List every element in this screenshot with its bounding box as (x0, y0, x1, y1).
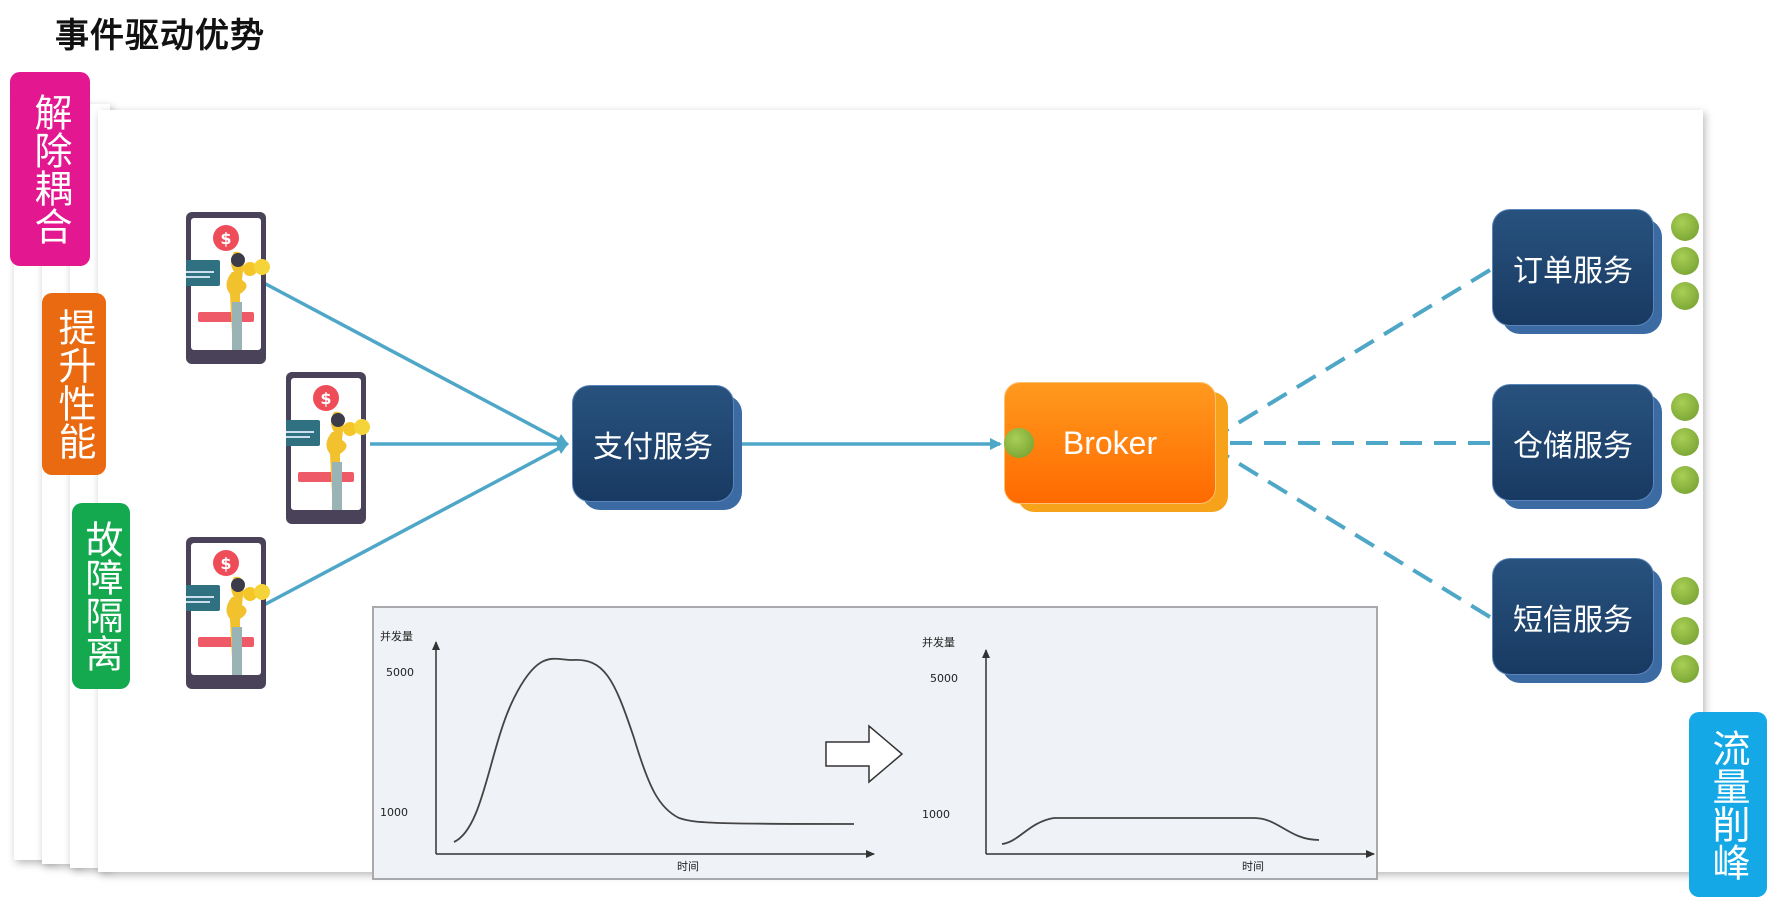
svg-text:$: $ (220, 554, 231, 573)
sms-instance-icon-3 (1671, 655, 1699, 683)
order-service-label: 订单服务 (1492, 209, 1654, 326)
sms-instance-icon-1 (1671, 577, 1699, 605)
order-instance-icon-3 (1671, 282, 1699, 310)
broker-label: Broker (1004, 382, 1216, 504)
storage-service-label: 仓储服务 (1492, 384, 1654, 501)
storage-instance-icon-3 (1671, 466, 1699, 494)
order-instance-icon-1 (1671, 213, 1699, 241)
storage-service-node: 仓储服务 (1492, 384, 1662, 509)
broker-node: Broker (1004, 382, 1228, 512)
right-chart-ylabel: 并发量 (922, 635, 955, 649)
storage-instance-icon-2 (1671, 428, 1699, 456)
phone-payment-user-3: $ (178, 537, 270, 697)
sms-service-label: 短信服务 (1492, 558, 1654, 675)
left-chart-curve (453, 657, 855, 843)
sms-service-node: 短信服务 (1492, 558, 1662, 683)
left-chart-ytick-high: 5000 (386, 666, 414, 679)
payment-service-label: 支付服务 (572, 385, 734, 502)
tab-isolation: 故障隔离 (72, 503, 130, 689)
tab-performance: 提升性能 (42, 293, 106, 475)
left-chart-ytick-low: 1000 (380, 806, 408, 819)
left-chart-xlabel: 时间 (677, 860, 699, 873)
page-title: 事件驱动优势 (55, 16, 265, 56)
svg-text:$: $ (320, 389, 331, 408)
tab-decouple: 解除耦合 (10, 72, 90, 266)
right-chart-xlabel: 时间 (1242, 860, 1264, 873)
transform-arrow-icon (825, 724, 904, 784)
broker-input-port-icon (1004, 428, 1034, 458)
chart-after: 并发量 5000 1000 时间 (922, 635, 1375, 873)
order-instance-icon-2 (1671, 247, 1699, 275)
phone-payment-user-1: $ (178, 212, 270, 372)
tab-peak-shaving: 流量削峰 (1689, 712, 1767, 897)
phone-payment-user-2: $ (278, 372, 370, 532)
left-chart-ylabel: 并发量 (380, 629, 413, 643)
sms-instance-icon-2 (1671, 617, 1699, 645)
order-service-node: 订单服务 (1492, 209, 1662, 334)
svg-text:$: $ (220, 229, 231, 248)
right-chart-curve (1001, 817, 1320, 845)
payment-service-node: 支付服务 (572, 385, 742, 510)
peak-shaving-charts: 并发量 5000 1000 时间 并发量 5000 1000 时间 (372, 606, 1378, 880)
chart-before: 并发量 5000 1000 时间 (380, 629, 875, 873)
storage-instance-icon-1 (1671, 393, 1699, 421)
right-chart-ytick-low: 1000 (922, 808, 950, 821)
right-chart-ytick-high: 5000 (930, 672, 958, 685)
